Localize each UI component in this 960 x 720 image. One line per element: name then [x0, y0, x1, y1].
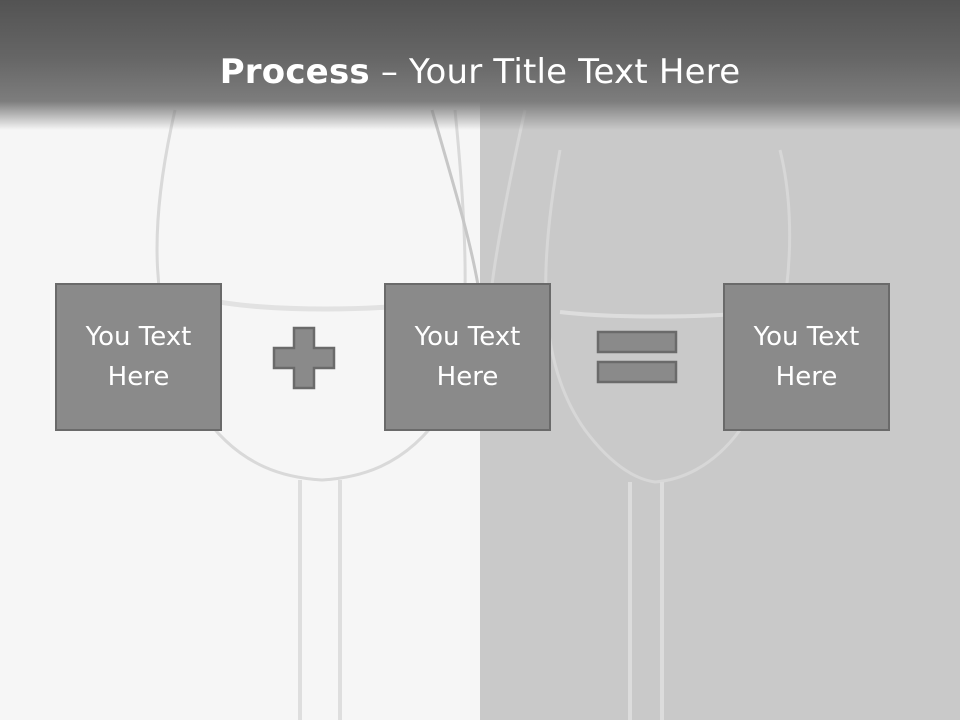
box-line-1: You Text [85, 322, 192, 352]
slide-title[interactable]: Process – Your Title Text Here [0, 52, 960, 92]
left-glass-highlight [430, 109, 480, 286]
title-bold-text: Process [219, 52, 370, 92]
box-line-2: Here [775, 362, 838, 392]
box-line-2: Here [436, 362, 499, 392]
box-line-2: Here [107, 362, 170, 392]
plus-icon [272, 326, 336, 390]
title-text: – Your Title Text Here [369, 52, 741, 92]
box-line-1: You Text [753, 322, 860, 352]
title-bar: Process – Your Title Text Here [0, 0, 960, 130]
box-line-1: You Text [414, 322, 521, 352]
equals-icon [596, 330, 678, 384]
